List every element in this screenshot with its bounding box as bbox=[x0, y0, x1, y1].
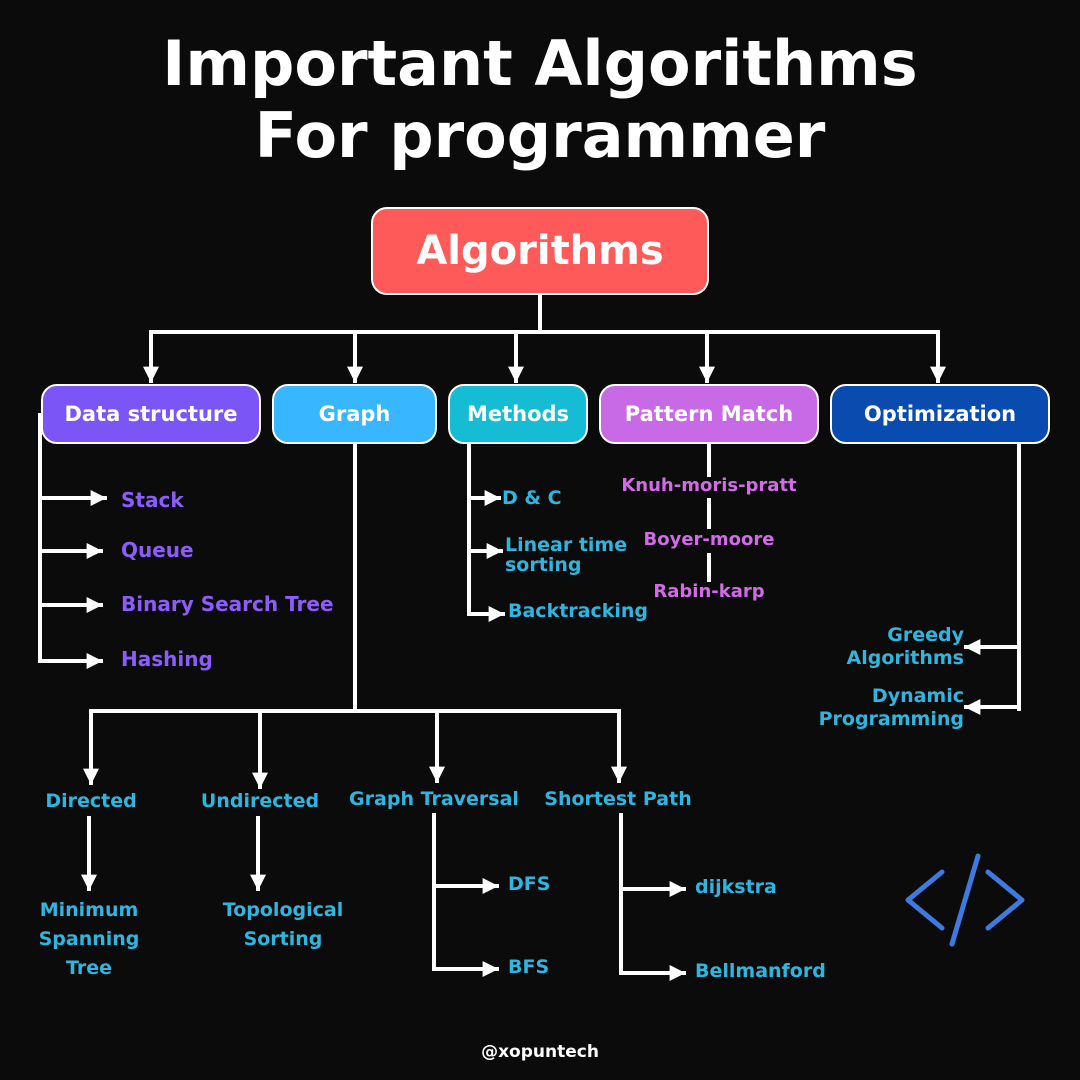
ds-item-binary-search-tree: Binary Search Tree bbox=[121, 592, 334, 616]
methods-item-backtracking: Backtracking bbox=[508, 600, 649, 622]
pattern-item-rabin-karp: Rabin-karp bbox=[653, 581, 765, 602]
category-data-structure: Data structure bbox=[41, 384, 261, 444]
graph-type-traversal: Graph Traversal bbox=[349, 788, 519, 810]
category-graph: Graph bbox=[272, 384, 437, 444]
methods-item-dc: D & C bbox=[502, 487, 562, 509]
graph-leaf-dfs: DFS bbox=[508, 873, 551, 895]
opt-item-greedy: Greedy Algorithms bbox=[846, 624, 964, 669]
title-line-2: For programmer bbox=[254, 99, 826, 172]
ds-item-stack: Stack bbox=[121, 488, 184, 512]
graph-type-shortest-path: Shortest Path bbox=[544, 788, 692, 810]
opt-item-dynamic-programming: Dynamic Programming bbox=[818, 685, 964, 730]
title-line-1: Important Algorithms bbox=[162, 27, 918, 100]
credit-handle: @xopuntech bbox=[481, 1042, 599, 1062]
graph-leaf-topological-sorting: Topological Sorting bbox=[222, 899, 344, 950]
pattern-item-kmp: Knuh-moris-pratt bbox=[621, 475, 797, 496]
methods-item-linear-time-sorting: Linear time sorting bbox=[505, 534, 628, 576]
ds-item-hashing: Hashing bbox=[121, 647, 213, 671]
graph-type-undirected: Undirected bbox=[200, 790, 320, 812]
root-node-algorithms: Algorithms bbox=[371, 207, 709, 295]
graph-leaf-dijkstra: dijkstra bbox=[695, 876, 777, 898]
category-optimization: Optimization bbox=[830, 384, 1050, 444]
graph-leaf-bellmanford: Bellmanford bbox=[695, 960, 826, 982]
graph-type-directed: Directed bbox=[45, 790, 137, 812]
category-methods: Methods bbox=[448, 384, 588, 444]
code-brackets-icon bbox=[905, 853, 1025, 947]
pattern-item-boyer-moore: Boyer-moore bbox=[643, 529, 775, 550]
ds-item-queue: Queue bbox=[121, 538, 194, 562]
graph-leaf-bfs: BFS bbox=[508, 956, 550, 978]
category-pattern-match: Pattern Match bbox=[599, 384, 819, 444]
graph-leaf-minimum-spanning-tree: Minimum Spanning Tree bbox=[38, 899, 140, 979]
